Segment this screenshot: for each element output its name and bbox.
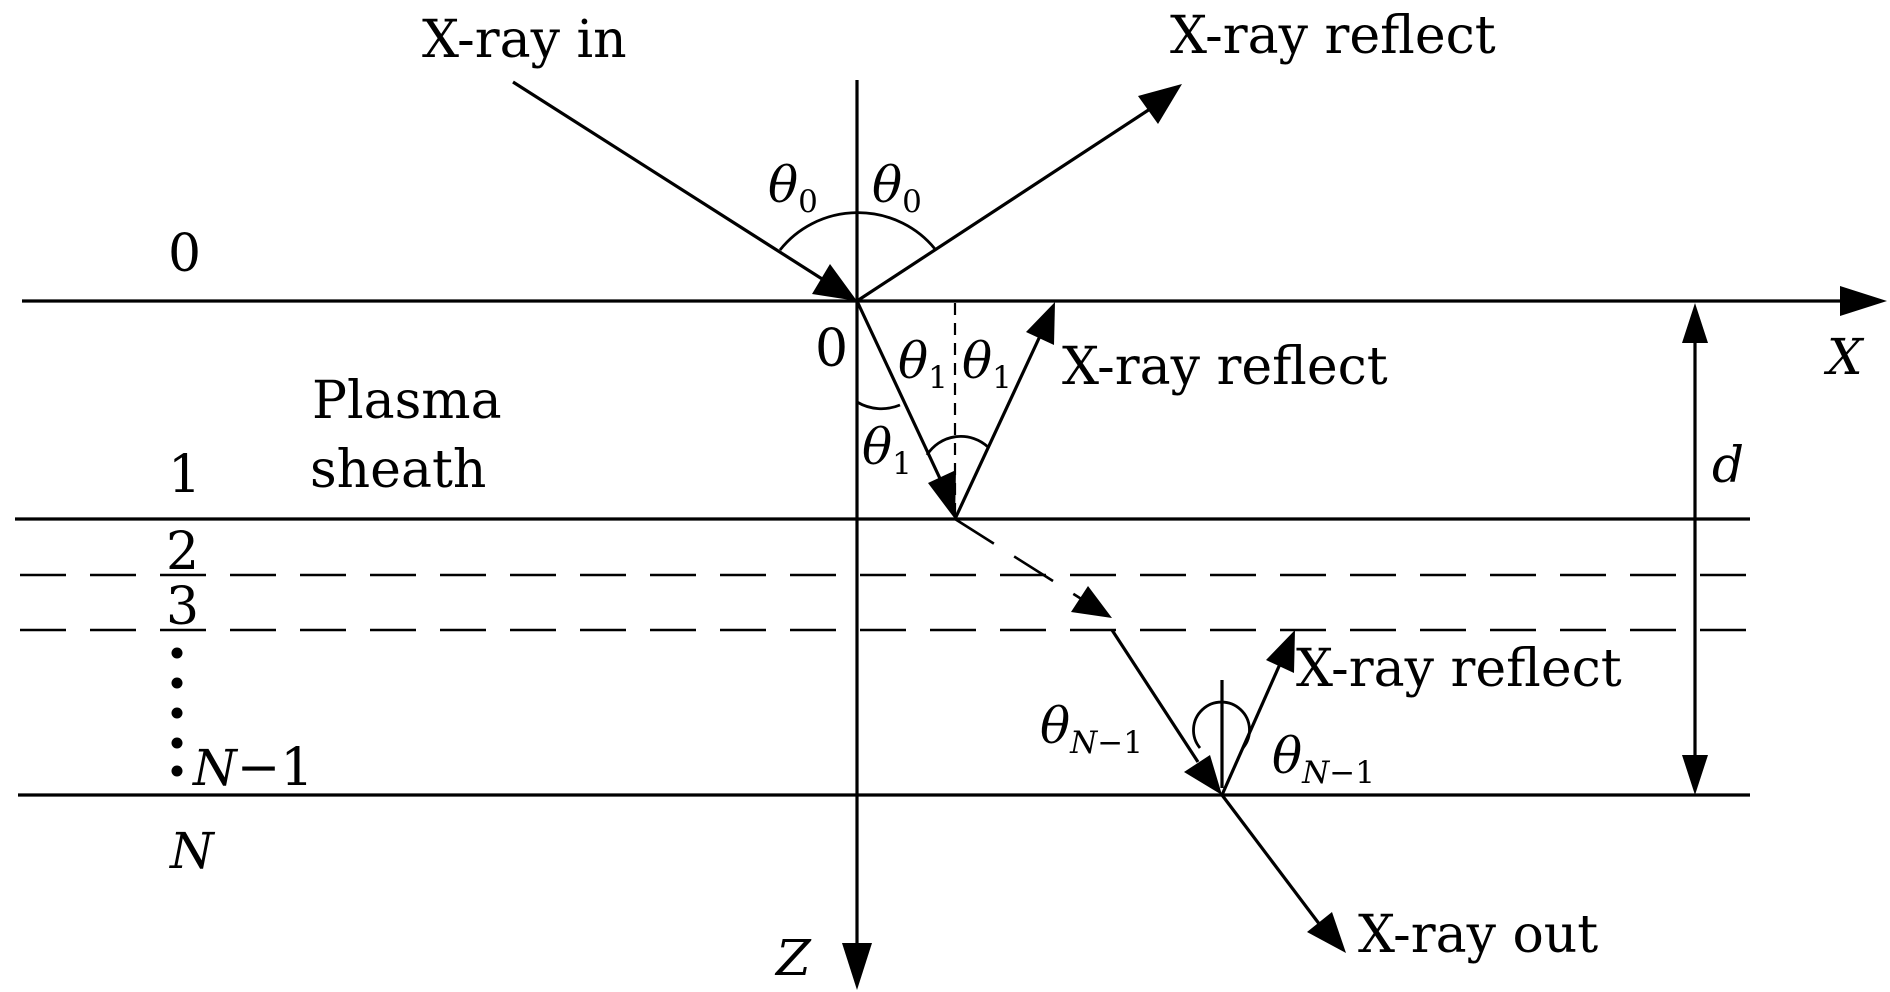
theta-symbol: θ xyxy=(962,332,992,390)
reflected-ray-layer-n1 xyxy=(1220,663,1282,796)
theta-symbol: θ xyxy=(1040,697,1070,755)
angle-label-theta1-a: θ1 xyxy=(898,332,948,396)
label-plasma: Plasma xyxy=(312,371,502,431)
label-xray-reflect-top: X-ray reflect xyxy=(1170,6,1496,66)
label-origin: 0 xyxy=(815,319,848,379)
layer-dot-4 xyxy=(171,737,183,749)
label-thickness: d xyxy=(1712,436,1744,494)
layer-label-minus-one: −1 xyxy=(237,738,314,798)
theta-symbol: θ xyxy=(872,156,902,214)
layer-label-0: 0 xyxy=(168,224,201,284)
theta-subscript-n: N xyxy=(1301,755,1331,791)
theta-subscript: 0 xyxy=(798,184,818,220)
theta-subscript: 0 xyxy=(902,184,922,220)
outgoing-ray xyxy=(1220,794,1322,926)
theta-subscript-n: N xyxy=(1069,725,1099,761)
label-xray-in: X-ray in xyxy=(422,10,627,70)
layer-dot-5 xyxy=(171,765,183,777)
layer-dot-3 xyxy=(171,707,183,719)
label-xray-out: X-ray out xyxy=(1358,905,1598,965)
transmitted-ray-arrowhead xyxy=(1071,586,1112,618)
x-axis-arrowhead xyxy=(1840,286,1887,316)
angle-label-theta-n1-right: θN−1 xyxy=(1272,727,1375,791)
theta-subscript-minus-one: −1 xyxy=(1097,725,1143,761)
theta-symbol: θ xyxy=(1272,727,1302,785)
reflected-ray-layer-n1-arrowhead xyxy=(1266,630,1295,673)
layer-label-2: 2 xyxy=(166,522,199,582)
thickness-arrowhead-bottom xyxy=(1682,755,1708,795)
theta-symbol: θ xyxy=(768,156,798,214)
incident-ray-arrowhead xyxy=(812,264,857,301)
layer-label-3: 3 xyxy=(166,577,199,637)
thickness-arrowhead-top xyxy=(1682,303,1708,343)
theta-symbol: θ xyxy=(898,332,928,390)
reflected-ray-layer1-arrowhead xyxy=(1026,302,1055,345)
refracted-ray-layer1-arrowhead xyxy=(928,470,956,519)
label-axis-z: Z xyxy=(774,929,812,987)
refracted-ray-layer-n1 xyxy=(1110,629,1200,763)
layer-dot-2 xyxy=(171,677,183,689)
outgoing-ray-arrowhead xyxy=(1307,912,1346,953)
angle-arc-theta1-left xyxy=(856,400,901,411)
theta-symbol: θ xyxy=(862,418,892,476)
transmitted-ray-dashed xyxy=(954,517,1084,602)
layer-label-n: N xyxy=(169,822,216,880)
angle-label-theta-n1-left: θN−1 xyxy=(1040,697,1143,761)
theta-subscript: 1 xyxy=(992,360,1012,396)
angle-arc-theta0 xyxy=(778,211,937,251)
layer-dot-1 xyxy=(171,647,183,659)
angle-arc-theta-n1 xyxy=(1192,700,1251,749)
layer-label-1: 1 xyxy=(168,445,201,505)
theta-subscript: 1 xyxy=(892,446,912,482)
angle-label-theta1-c: θ1 xyxy=(862,418,912,482)
reflected-ray-layer1 xyxy=(953,335,1042,520)
layer-label-n-minus-1: N−1 xyxy=(192,738,313,798)
angle-label-theta0-left: θ0 xyxy=(768,156,818,220)
theta-subscript-minus-one: −1 xyxy=(1329,755,1375,791)
theta-subscript: 1 xyxy=(928,360,948,396)
label-sheath: sheath xyxy=(310,440,486,500)
layer-label-n-var: N xyxy=(192,739,239,797)
label-xray-reflect-low: X-ray reflect xyxy=(1296,639,1622,699)
angle-label-theta1-b: θ1 xyxy=(962,332,1012,396)
reflected-ray-top xyxy=(856,107,1151,303)
label-xray-reflect-mid: X-ray reflect xyxy=(1062,337,1388,397)
angle-label-theta0-right: θ0 xyxy=(872,156,922,220)
reflected-ray-top-arrowhead xyxy=(1138,84,1182,124)
label-axis-x: X xyxy=(1823,328,1865,386)
z-axis-arrowhead xyxy=(842,943,872,990)
angle-arc-theta1-right xyxy=(925,434,989,456)
incident-ray xyxy=(512,80,831,286)
refracted-ray-layer-n1-arrowhead xyxy=(1184,755,1222,795)
